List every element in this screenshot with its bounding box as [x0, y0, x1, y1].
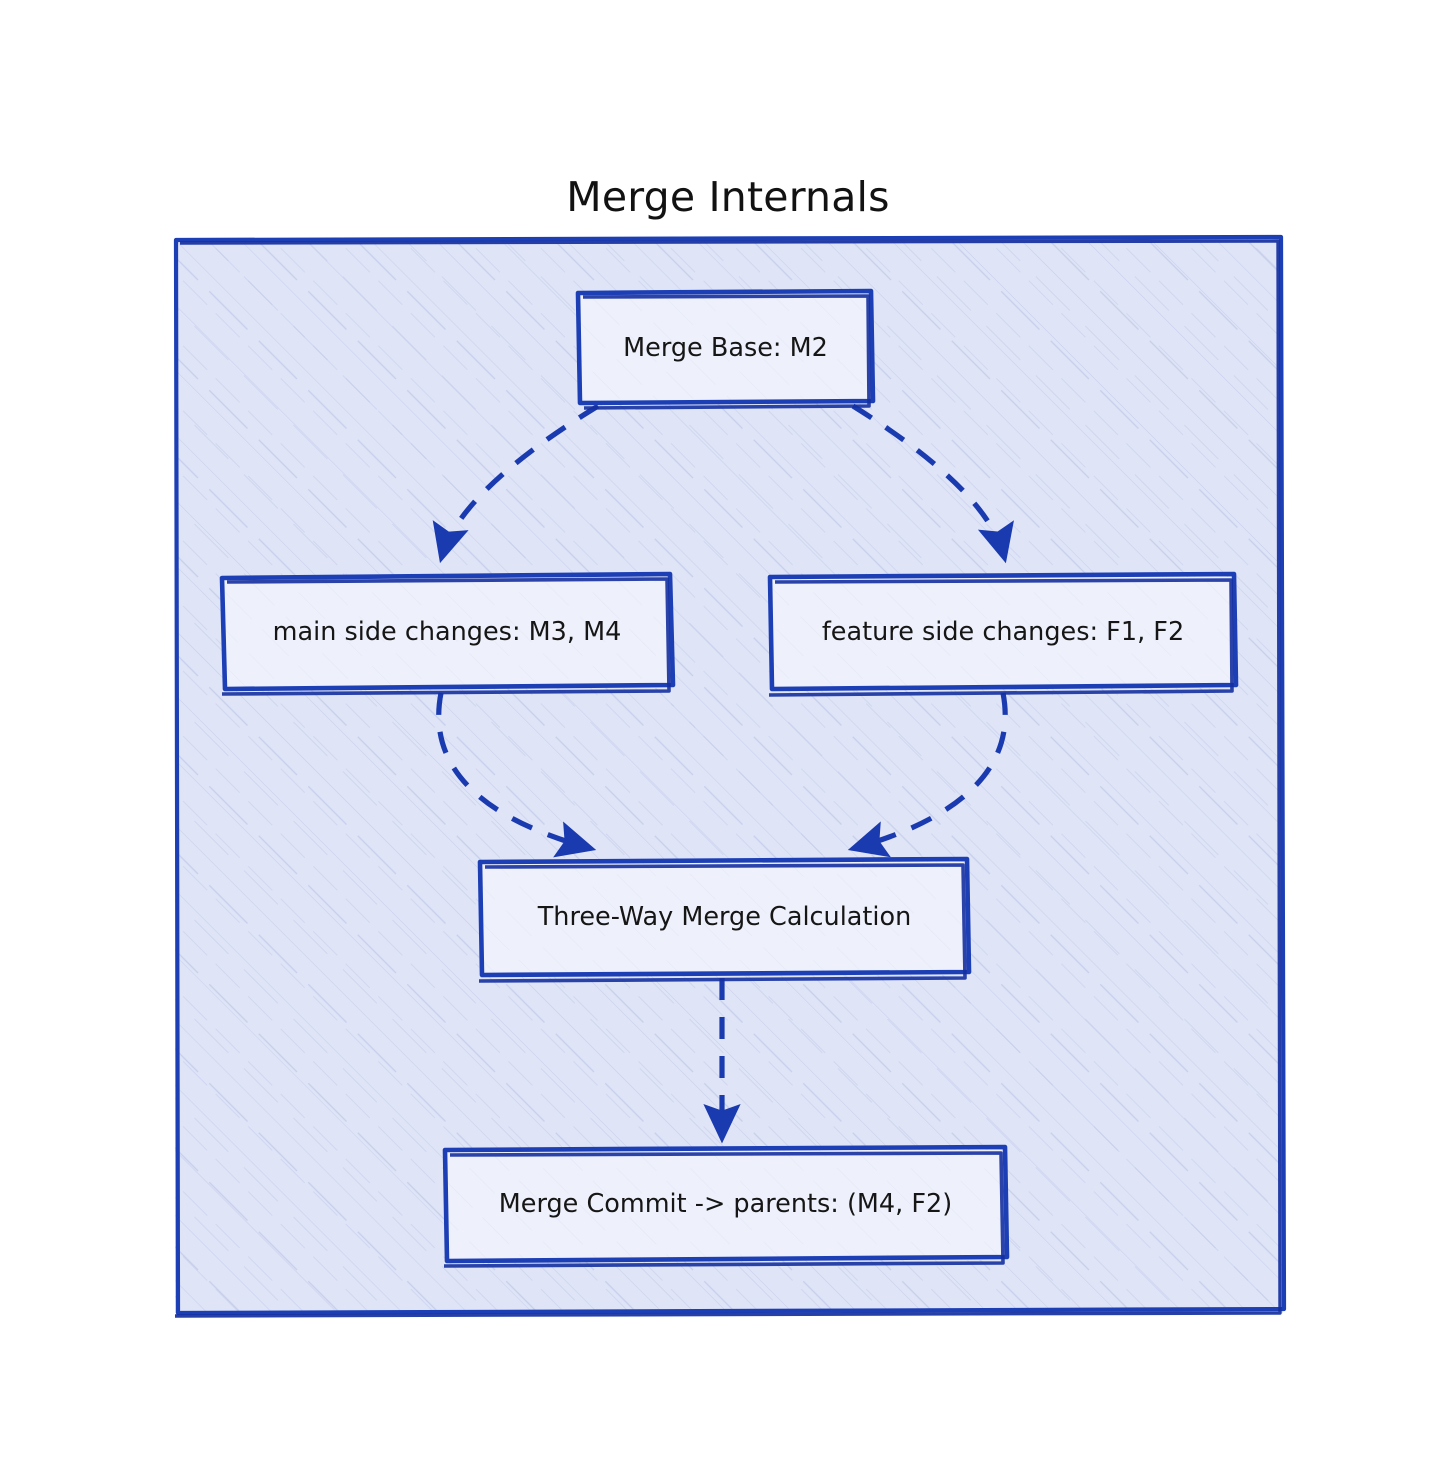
- edge-main-to-merge: [436, 692, 597, 858]
- edge-base-to-main: [432, 403, 600, 564]
- node-feature-side-changes[interactable]: [767, 571, 1239, 697]
- edge-base-to-feature: [851, 403, 1014, 564]
- edge-feature-to-merge: [847, 692, 1008, 858]
- merge-internals-container: [173, 234, 1287, 1318]
- node-main-side-changes[interactable]: [219, 571, 676, 696]
- node-merge-commit[interactable]: [442, 1144, 1010, 1268]
- node-three-way-merge[interactable]: [477, 856, 972, 983]
- node-merge-base[interactable]: [575, 288, 876, 410]
